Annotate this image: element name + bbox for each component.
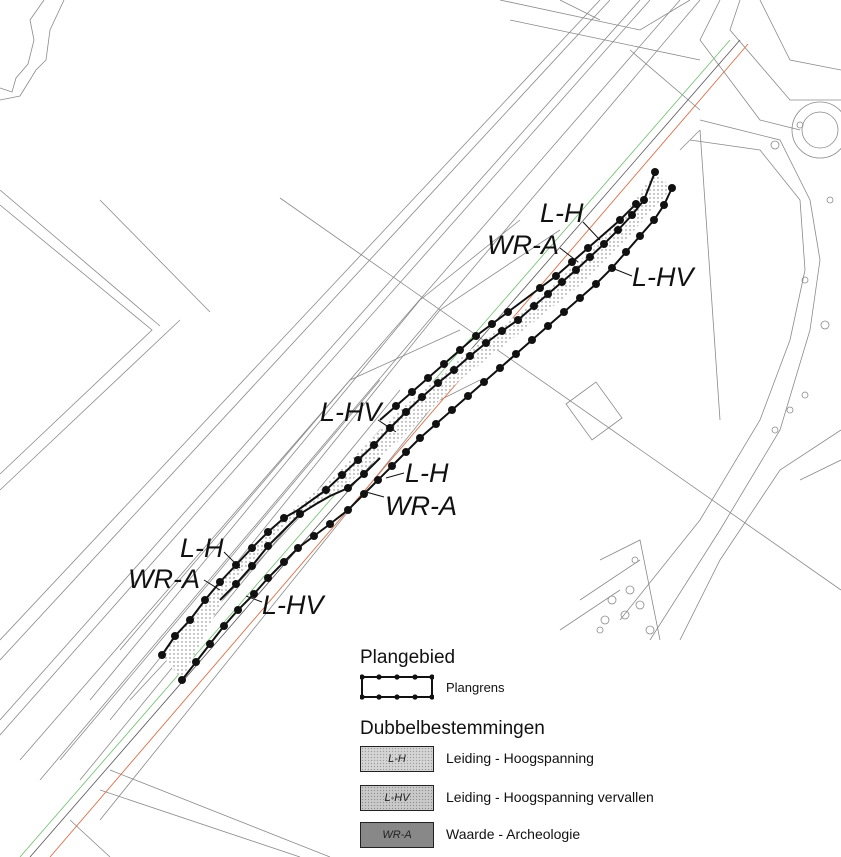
parcel-line [279, 197, 841, 591]
wra-swatch-code: WR-A [382, 829, 412, 841]
lhv-swatch-code: L-HV [384, 792, 410, 804]
boundary-vertices [158, 168, 676, 684]
parcel-line [0, 204, 153, 475]
label-lhv-middle: L-HV [320, 397, 385, 427]
legend-label-wra: Waarde - Archeologie [446, 826, 581, 842]
building-outline [0, 0, 45, 93]
parcel-line [69, 819, 111, 857]
lh-swatch [360, 746, 434, 772]
label-leaders [203, 221, 633, 603]
wra-swatch [360, 822, 434, 848]
parcel-line [0, 189, 161, 327]
parcel-line [99, 789, 301, 857]
label-lhv-south: L-HV [262, 590, 327, 620]
legend-row-lhv: L-HV Leiding - Hoogspanning vervallen [360, 785, 720, 813]
legend-label-plangrens: Plangrens [446, 680, 505, 695]
lhv-swatch [360, 785, 434, 811]
parcel-line [0, 319, 181, 491]
railway-tracks [0, 0, 701, 821]
parcel-line [629, 49, 701, 111]
legend-row-plangrens: Plangrens [360, 674, 660, 702]
parcel-line [99, 199, 211, 313]
parcel-line [109, 769, 331, 857]
plangrens-swatch-icon [360, 674, 434, 700]
small-building [565, 381, 623, 441]
road-network [559, 0, 841, 641]
zone-lh-wra-north [162, 172, 672, 680]
lh-swatch-code: L-H [388, 753, 406, 765]
legend-label-lh: Leiding - Hoogspanning [446, 750, 594, 766]
label-wra-north: WR-A [487, 230, 559, 260]
parcel-line [509, 19, 701, 61]
building-outline [0, 0, 65, 101]
parcel-line [499, 0, 691, 31]
label-wra-middle: WR-A [385, 491, 457, 521]
parcel-line [559, 0, 601, 21]
legend-row-lh: L-H Leiding - Hoogspanning [360, 746, 660, 774]
map-legend: Plangebied Plangrens Dubbelbestemmingen … [356, 640, 841, 857]
label-lh-middle: L-H [405, 458, 449, 488]
legend-row-wra: WR-A Waarde - Archeologie [360, 822, 660, 850]
trees [596, 121, 834, 635]
label-lhv-north: L-HV [632, 262, 697, 292]
legend-label-lhv: Leiding - Hoogspanning vervallen [446, 789, 654, 805]
label-wra-south: WR-A [128, 564, 200, 594]
legend-heading-plangebied: Plangebied [360, 647, 456, 668]
label-lh-south: L-H [180, 533, 224, 563]
label-lh-north: L-H [540, 198, 584, 228]
legend-heading-dubbelbestemmingen: Dubbelbestemmingen [360, 718, 545, 739]
